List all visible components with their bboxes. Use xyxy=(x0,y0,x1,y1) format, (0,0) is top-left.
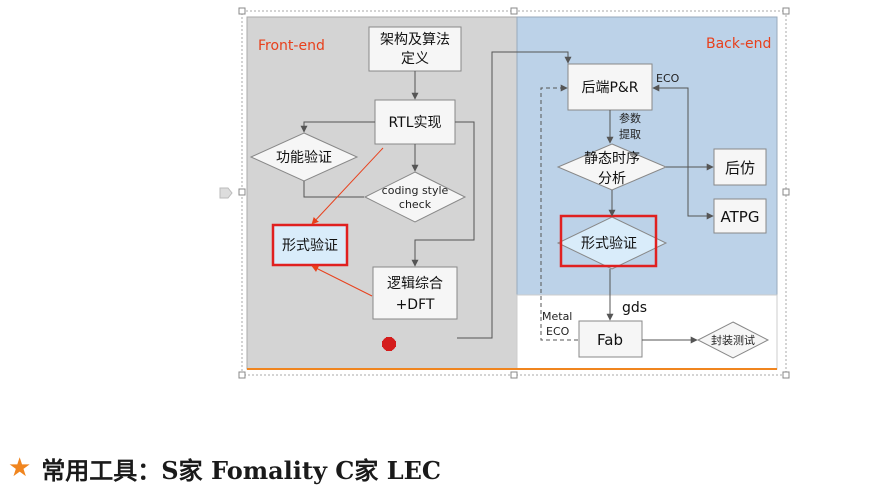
atpg-node xyxy=(713,198,767,234)
asic-flow-diagram: Front-end Back-end 架构及算法 定义 RTL实现 功能验证 c… xyxy=(219,7,790,379)
slide-pointer-marker xyxy=(219,187,233,199)
flow-edges xyxy=(300,51,714,344)
gds-label: gds xyxy=(622,300,647,316)
common-tools-line: ★ 常用工具：S家 Fomality C家 LEC xyxy=(8,452,442,485)
pr-node xyxy=(567,63,653,111)
metal-label: Metal xyxy=(542,310,572,323)
metal-eco-dashed-edge xyxy=(540,84,578,341)
arch-algorithm-label-1: 架构及算法 xyxy=(380,32,450,48)
sta-label-1: 静态时序 xyxy=(584,151,640,167)
fab-label: Fab xyxy=(597,331,623,349)
common-tools-text: 常用工具：S家 Fomality C家 LEC xyxy=(41,455,442,485)
formal-verify-red-edges xyxy=(311,147,384,297)
atpg-label: ATPG xyxy=(721,208,760,226)
fab-node xyxy=(578,320,643,358)
star-icon: ★ xyxy=(8,453,32,483)
params-label-1: 参数 xyxy=(619,111,641,125)
arch-algorithm-label-2: 定义 xyxy=(401,51,429,67)
package-test-node xyxy=(696,321,770,359)
selection-handles xyxy=(238,7,790,379)
coding-style-label-2: check xyxy=(399,198,432,211)
pr-label: 后端P&R xyxy=(581,80,638,96)
rtl-label: RTL实现 xyxy=(388,115,441,131)
sta-label-2: 分析 xyxy=(598,171,626,187)
synthesis-dft-node xyxy=(372,266,458,320)
post-sim-node xyxy=(713,148,767,186)
arch-algorithm-node xyxy=(368,26,462,72)
formal-verify-front-label: 形式验证 xyxy=(282,238,338,254)
post-sim-label: 后仿 xyxy=(725,159,755,177)
synthesis-dft-label-1: 逻辑综合 xyxy=(387,276,443,292)
package-test-label: 封装测试 xyxy=(711,333,755,347)
red-cross-icon xyxy=(382,337,396,351)
func-verify-label: 功能验证 xyxy=(276,150,332,166)
formal-verify-back-diamond xyxy=(556,216,668,270)
formal-verify-front-node xyxy=(271,223,349,267)
params-label-2: 提取 xyxy=(619,128,641,141)
eco-label: ECO xyxy=(656,72,680,85)
formal-verify-back-label: 形式验证 xyxy=(581,236,637,252)
coding-style-check-node xyxy=(363,171,467,223)
back-end-title: Back-end xyxy=(706,36,771,52)
synthesis-dft-label-2: +DFT xyxy=(396,297,435,313)
coding-style-label-1: coding style xyxy=(382,184,449,197)
front-end-title: Front-end xyxy=(258,38,325,54)
metal-eco-label: ECO xyxy=(546,325,570,338)
